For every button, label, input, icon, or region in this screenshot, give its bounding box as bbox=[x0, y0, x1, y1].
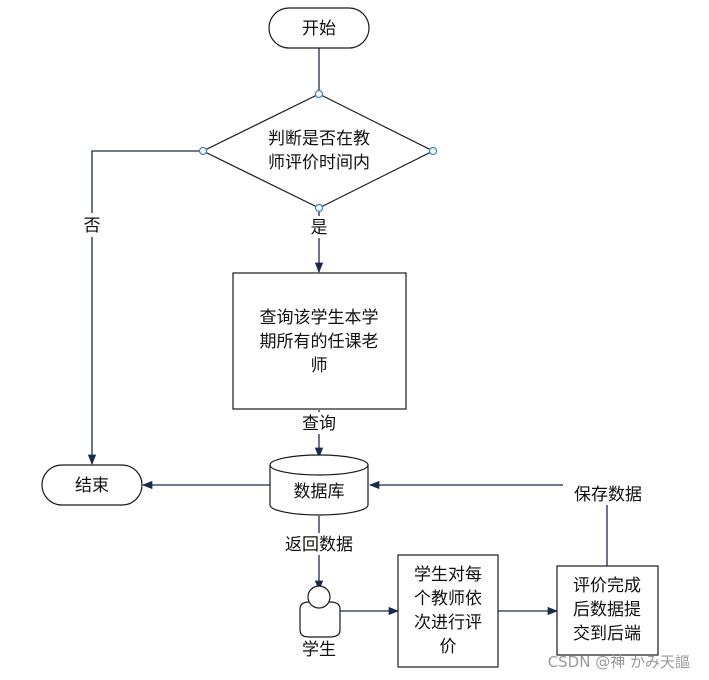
database-label: 数据库 bbox=[294, 482, 345, 502]
end-terminal: 结束 bbox=[41, 464, 143, 506]
handle-bottom[interactable] bbox=[314, 203, 324, 213]
submit-label-line3: 交到后端 bbox=[573, 624, 641, 644]
evaluate-label-line3: 次进行评 bbox=[414, 613, 482, 633]
edge-label-return-data: 返回数据 bbox=[285, 535, 353, 555]
watermark: CSDN @神 かみ天謳 bbox=[548, 653, 690, 671]
decision-label-line2: 师评价时间内 bbox=[268, 153, 370, 173]
query-label-line2: 期所有的任课老 bbox=[260, 332, 379, 352]
submit-label-line2: 后数据提 bbox=[573, 600, 641, 620]
actor-head bbox=[307, 585, 331, 609]
student-actor: 学生 bbox=[299, 585, 341, 660]
student-label: 学生 bbox=[302, 640, 336, 660]
edge-labels: 否 是 查询 返回数据 保存数据 bbox=[80, 213, 653, 555]
database-cylinder: 数据库 bbox=[269, 454, 369, 516]
evaluate-label-line2: 个教师依 bbox=[414, 589, 482, 609]
submit-process: 评价完成 后数据提 交到后端 bbox=[556, 565, 659, 656]
handle-right[interactable] bbox=[428, 146, 438, 156]
handle-left[interactable] bbox=[198, 146, 208, 156]
evaluate-process: 学生对每 个教师依 次进行评 价 bbox=[397, 554, 499, 668]
decision-label-line1: 判断是否在教 bbox=[268, 129, 370, 149]
start-terminal: 开始 bbox=[268, 7, 370, 49]
end-label: 结束 bbox=[75, 476, 109, 496]
actor-body bbox=[299, 601, 341, 638]
edge-label-save-data: 保存数据 bbox=[574, 485, 642, 505]
query-label-line1: 查询该学生本学 bbox=[260, 308, 379, 328]
start-label: 开始 bbox=[302, 19, 336, 39]
evaluate-label-line1: 学生对每 bbox=[414, 565, 482, 585]
evaluate-label-line4: 价 bbox=[440, 637, 457, 657]
query-process: 查询该学生本学 期所有的任课老 师 bbox=[232, 272, 407, 410]
decision-diamond: 判断是否在教 师评价时间内 bbox=[198, 89, 438, 213]
query-label-line3: 师 bbox=[311, 356, 328, 376]
submit-label-line1: 评价完成 bbox=[573, 576, 641, 596]
handle-top[interactable] bbox=[314, 89, 324, 99]
edge-label-no: 否 bbox=[84, 216, 101, 236]
edge-label-yes: 是 bbox=[311, 218, 328, 238]
edge-label-query: 查询 bbox=[302, 414, 336, 434]
edge-decision-end bbox=[87, 150, 203, 466]
